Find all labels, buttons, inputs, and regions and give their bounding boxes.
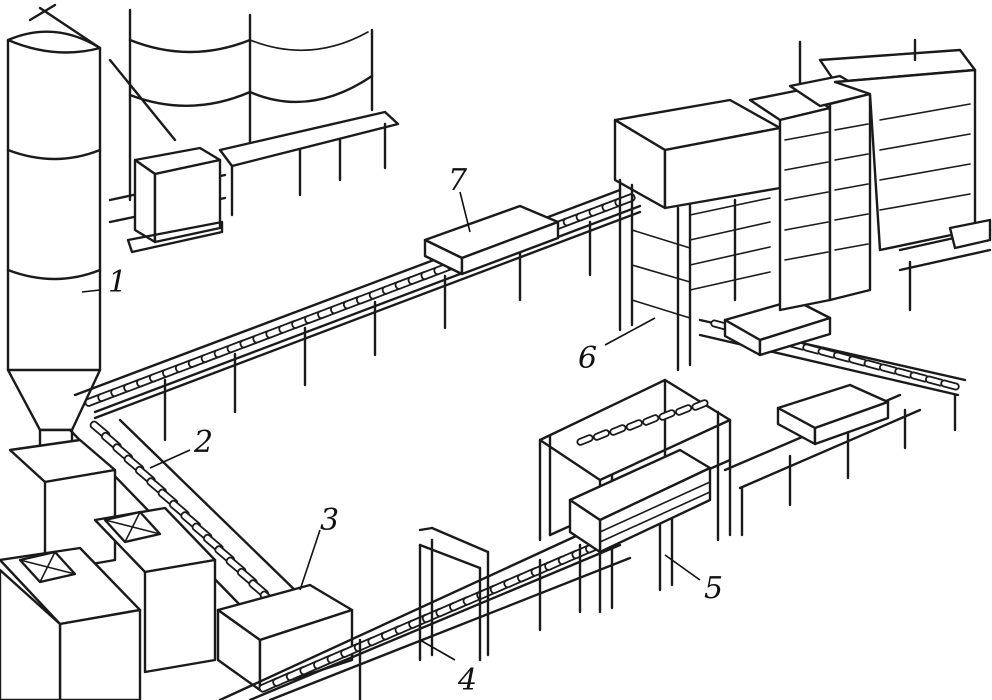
label-3: 3 (320, 503, 339, 538)
curing-chambers (748, 38, 992, 312)
lower-roller-conveyor (218, 523, 632, 700)
dosing-unit (126, 146, 224, 254)
roller (592, 429, 610, 441)
roller (691, 399, 709, 411)
storage-tanks (108, 8, 400, 224)
label-4: 4 (457, 663, 477, 698)
base-machinery (0, 438, 217, 700)
roller-conveyor-2 (68, 418, 302, 610)
label-1: 1 (108, 265, 127, 300)
label-2: 2 (193, 425, 213, 460)
label-7: 7 (448, 163, 468, 198)
right-roller-conveyor (698, 298, 967, 537)
label-5: 5 (704, 571, 723, 606)
upper-roller-conveyor (73, 188, 642, 442)
roller (940, 379, 960, 391)
roller (625, 419, 643, 431)
roller (576, 434, 594, 446)
press-loader-6 (613, 98, 782, 372)
stacker-5 (538, 378, 732, 614)
roller (658, 409, 676, 421)
label-6: 6 (578, 341, 597, 376)
mould-tray-7 (423, 204, 560, 276)
gate-frame-4 (418, 526, 490, 662)
silo-1 (6, 3, 102, 457)
roller (675, 404, 693, 416)
roller (609, 424, 627, 436)
roller (642, 414, 660, 426)
leader-lines (81, 191, 701, 661)
